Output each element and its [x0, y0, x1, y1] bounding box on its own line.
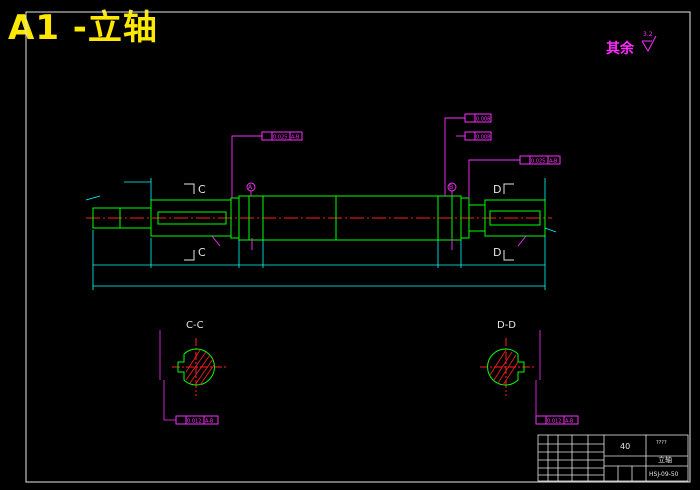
datum-a: A — [248, 184, 253, 191]
tol-runout-left-ref: A-B — [291, 135, 300, 141]
tol-runout-right-value: 0.025 — [531, 159, 545, 165]
cut-label-d-top: D — [493, 183, 501, 196]
cut-label-c-bottom: C — [198, 246, 206, 259]
section-d-outline — [487, 348, 525, 386]
section-cut-marks — [184, 183, 514, 261]
roughness-text: 其余 — [606, 41, 634, 57]
tol-sym-right-value: 0.012 — [547, 419, 561, 425]
roughness-note: 其余 — [606, 38, 634, 58]
cut-label-c-top: C — [198, 183, 206, 196]
section-c-hatch — [185, 349, 215, 386]
tol-runout-right-ref: A-B — [549, 159, 558, 165]
keyway-section-d — [484, 199, 546, 237]
title-block-material: 40 — [620, 442, 630, 451]
datum-b: B — [449, 184, 453, 191]
tol-sym-right-ref: A-B — [565, 419, 574, 425]
tol-sym-left-ref: A-B — [205, 419, 214, 425]
title-block-part-name: 立轴 — [658, 455, 672, 464]
section-d-hatch — [489, 349, 519, 386]
title-block — [537, 434, 689, 482]
roughness-value: 3.2 — [643, 31, 653, 38]
annotation-leaders — [211, 117, 527, 250]
tolerance-frame-sym-right: 0.012 A-B — [535, 415, 579, 425]
tol-sym-left-value: 0.012 — [187, 419, 201, 425]
title-block-code: HSJ-09-50 — [649, 471, 679, 478]
section-view-c — [159, 330, 226, 421]
tolerance-frame-cyl-1: 0.008 — [464, 113, 492, 123]
tol-runout-left-value: 0.025 — [273, 135, 287, 141]
title-block-drawing-no: ???? — [656, 440, 667, 446]
dimension-lines — [85, 178, 557, 290]
section-label-c: C-C — [186, 320, 204, 331]
drawing-title: A1 -立轴 — [8, 8, 158, 48]
tol-cyl-1-value: 0.008 — [476, 117, 490, 123]
tolerance-frame-runout-left: 0.025 A-B — [261, 131, 303, 141]
tolerance-frame-sym-left: 0.012 A-B — [175, 415, 219, 425]
tolerance-frame-runout-right: 0.025 A-B — [519, 155, 561, 165]
cut-label-d-bottom: D — [493, 246, 501, 259]
section-view-d — [480, 330, 541, 420]
section-c-outline — [177, 348, 215, 386]
tol-cyl-2-value: 0.008 — [476, 135, 490, 141]
drawing-border — [25, 11, 691, 483]
tolerance-frame-cyl-2: 0.008 — [464, 131, 492, 141]
roughness-symbol-icon: 3.2 — [641, 31, 657, 53]
shaft-main-view — [86, 195, 552, 241]
section-label-d: D-D — [497, 320, 516, 331]
